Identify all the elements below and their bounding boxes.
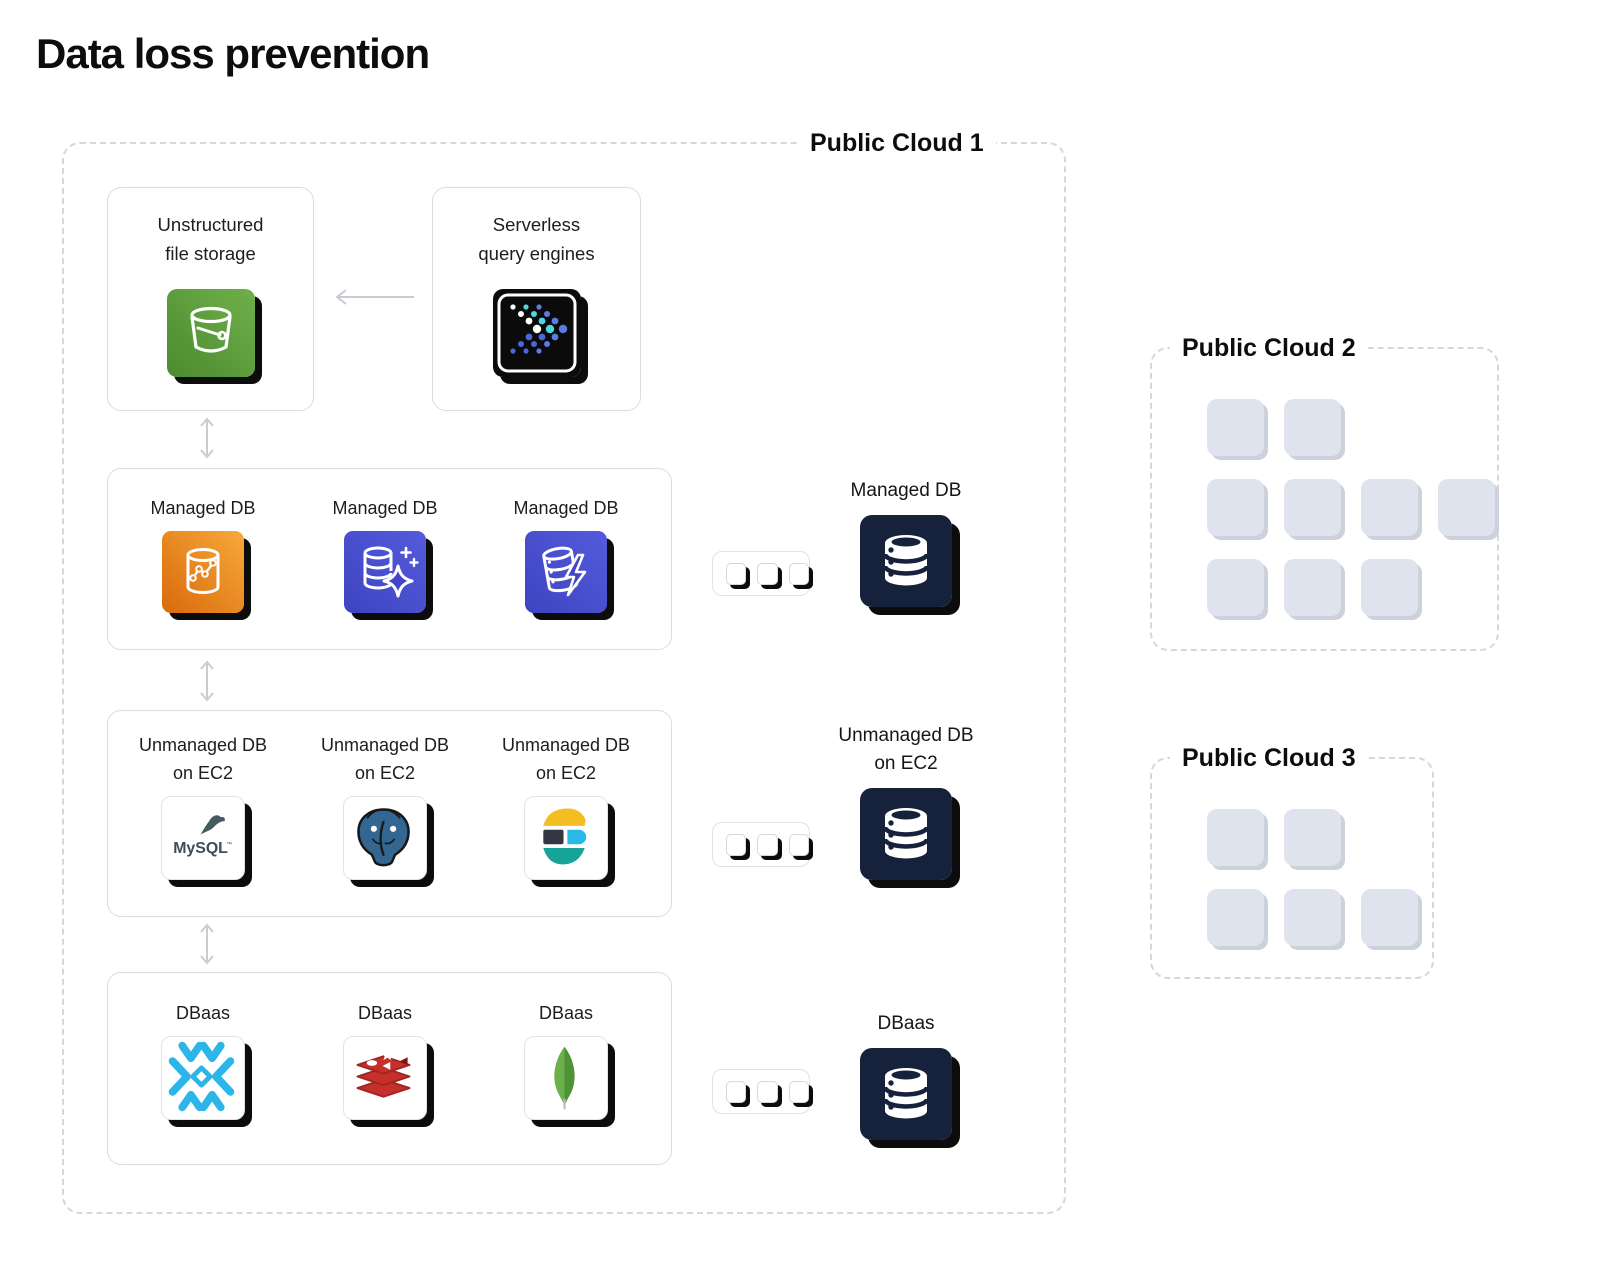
dbaas-label: DBaas [357,1003,413,1023]
left-flow-arrow-icon [335,289,414,305]
mongodb-logo-icon [524,1036,608,1120]
placeholder-square [1284,889,1341,946]
placeholder-mini-square [726,562,747,585]
managed-db-label: Managed DB [150,498,256,518]
placeholder-square [1207,809,1264,866]
elasticsearch-logo-icon [524,796,608,880]
more-items-pill [712,1069,810,1114]
placeholder-square [1361,559,1418,616]
public-cloud-2-label: Public Cloud 2 [1170,330,1368,366]
placeholder-mini-square [757,1080,778,1103]
unmanaged-db-summary-line1: Unmanaged DB [838,725,974,746]
dbaas-summary-label: DBaas [877,1013,935,1034]
snowflake-logo-icon [161,1036,245,1120]
dbaas-item: DBaas [476,999,656,1120]
placeholder-square [1207,399,1264,456]
placeholder-mini-square [788,833,809,856]
storage-card-label-line1: Unstructured [157,214,264,235]
unmanaged-db-summary: Unmanaged DB on EC2 [786,722,1026,880]
mysql-logo-icon: MySQL ™ [161,796,245,880]
placeholder-square [1438,479,1495,536]
dbaas-label: DBaas [175,1003,231,1023]
managed-db-item: Managed DB [113,494,293,613]
postgresql-logo-icon [343,796,427,880]
mysql-wordmark: MySQL [173,840,228,857]
placeholder-mini-square [726,1080,747,1103]
query-engine-dots-icon [492,289,581,377]
serverless-card-label-line1: Serverless [492,214,581,235]
redis-logo-icon [343,1036,427,1120]
placeholder-square [1361,889,1418,946]
vertical-double-arrow-icon [200,660,214,702]
placeholder-mini-square [757,833,778,856]
database-stack-icon [860,788,952,880]
unmanaged-db-item: Unmanaged DB on EC2 [295,731,475,880]
managed-db-summary: Managed DB [786,477,1026,607]
public-cloud-1-label: Public Cloud 1 [798,125,996,161]
database-stack-icon [860,1048,952,1140]
placeholder-mini-square [788,1080,809,1103]
unmanaged-db-label-line2: on EC2 [535,763,597,783]
unmanaged-db-item: Unmanaged DB on EC2 MySQL ™ [113,731,293,880]
more-items-pill [712,551,810,596]
svg-text:™: ™ [227,842,233,848]
public-cloud-1-region: Public Cloud 1 [62,125,1066,1214]
placeholder-square [1284,559,1341,616]
db-sparkle-icon [344,531,426,613]
dbaas-summary: DBaas [786,1010,1026,1140]
managed-db-label: Managed DB [332,498,438,518]
dbaas-item: DBaas [295,999,475,1120]
dbaas-item: DBaas [113,999,293,1120]
managed-db-summary-label: Managed DB [850,480,962,501]
storage-card-label-line2: file storage [165,243,256,264]
vertical-double-arrow-icon [200,923,214,965]
db-lightning-icon [525,531,607,613]
unmanaged-db-item: Unmanaged DB on EC2 [476,731,656,880]
managed-db-item: Managed DB [295,494,475,613]
serverless-query-engines-card: Serverless query engines [432,187,641,411]
placeholder-square [1284,809,1341,866]
unmanaged-db-label-line1: Unmanaged DB [320,735,450,755]
placeholder-square [1207,889,1264,946]
public-cloud-3-label: Public Cloud 3 [1170,740,1368,776]
managed-db-label: Managed DB [513,498,619,518]
page-title: Data loss prevention [36,30,430,77]
unstructured-file-storage-card: Unstructured file storage [107,187,314,411]
database-stack-icon [860,515,952,607]
db-chart-icon [162,531,244,613]
placeholder-square [1284,479,1341,536]
dbaas-label: DBaas [538,1003,594,1023]
public-cloud-2-region: Public Cloud 2 [1150,330,1499,651]
cloud2-placeholder-grid [1207,399,1495,616]
placeholder-square [1207,559,1264,616]
unmanaged-db-label-line1: Unmanaged DB [501,735,631,755]
cloud3-placeholder-grid [1207,809,1418,946]
placeholder-square [1284,399,1341,456]
managed-db-item: Managed DB [476,494,656,613]
bucket-icon [166,289,255,377]
serverless-card-label-line2: query engines [478,243,595,264]
placeholder-mini-square [726,833,747,856]
placeholder-square [1207,479,1264,536]
unmanaged-db-label-line2: on EC2 [172,763,234,783]
unmanaged-db-summary-line2: on EC2 [874,753,938,774]
placeholder-mini-square [757,562,778,585]
more-items-pill [712,822,810,867]
unmanaged-db-label-line1: Unmanaged DB [138,735,268,755]
public-cloud-3-region: Public Cloud 3 [1150,740,1434,979]
placeholder-square [1361,479,1418,536]
vertical-double-arrow-icon [200,417,214,459]
placeholder-mini-square [788,562,809,585]
unmanaged-db-label-line2: on EC2 [354,763,416,783]
